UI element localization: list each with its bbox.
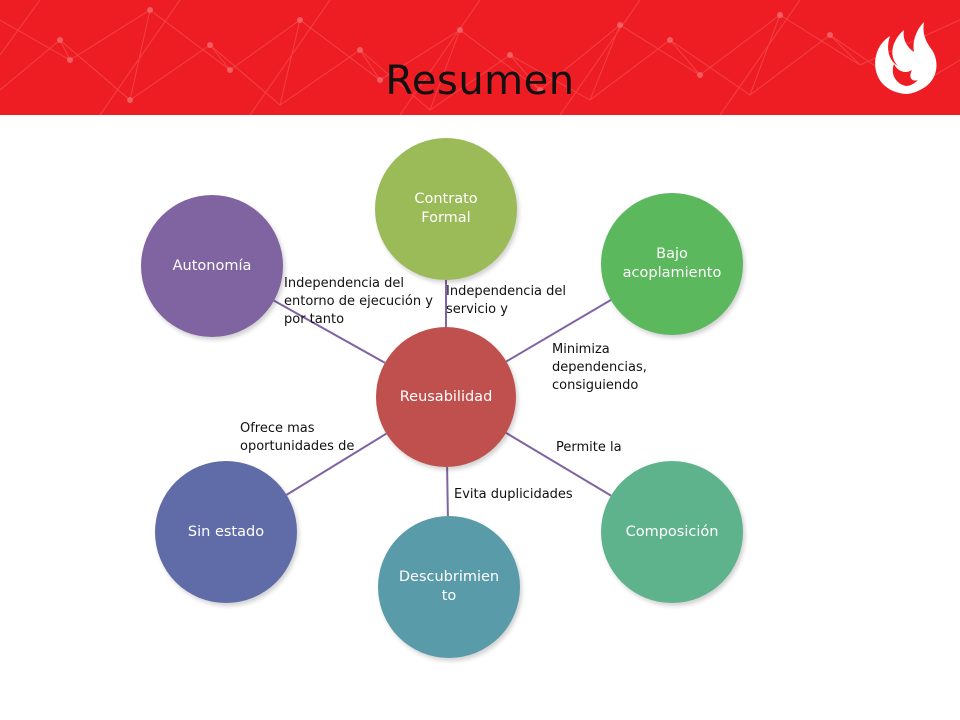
edge-label-contrato: Independencia del servicio y (446, 284, 567, 317)
edge-label-autonomia: Independencia del entorno de ejecución y… (284, 276, 433, 327)
edge-label-bajo: Minimiza dependencias, consiguiendo (552, 342, 647, 393)
flame-logo-icon (875, 22, 937, 94)
edge-autonomia (273, 299, 386, 364)
slide-header: Resumen (0, 0, 960, 115)
node-reusabilidad: Reusabilidad (376, 327, 516, 467)
node-reusabilidad-label: Reusabilidad (399, 388, 493, 405)
node-composicion: Composición (601, 461, 743, 603)
slide-title: Resumen (385, 58, 575, 104)
edge-bajo (505, 299, 612, 363)
node-composicion-label: Composición (625, 523, 719, 540)
node-autonomia: Autonomía (141, 195, 283, 337)
edge-composicion (505, 432, 612, 497)
edge-label-descubrimiento: Evita duplicidades (454, 487, 573, 502)
edge-descubrimiento (446, 466, 449, 517)
header-network-pattern (0, 0, 960, 115)
node-autonomia-label: Autonomía (172, 257, 252, 274)
edge-sinestado (285, 432, 387, 496)
node-sinestado-label: Sin estado (187, 523, 265, 540)
node-sinestado: Sin estado (155, 461, 297, 603)
edge-label-sinestado: Ofrece mas oportunidades de (240, 421, 355, 454)
edge-label-composicion: Permite la (556, 440, 622, 455)
